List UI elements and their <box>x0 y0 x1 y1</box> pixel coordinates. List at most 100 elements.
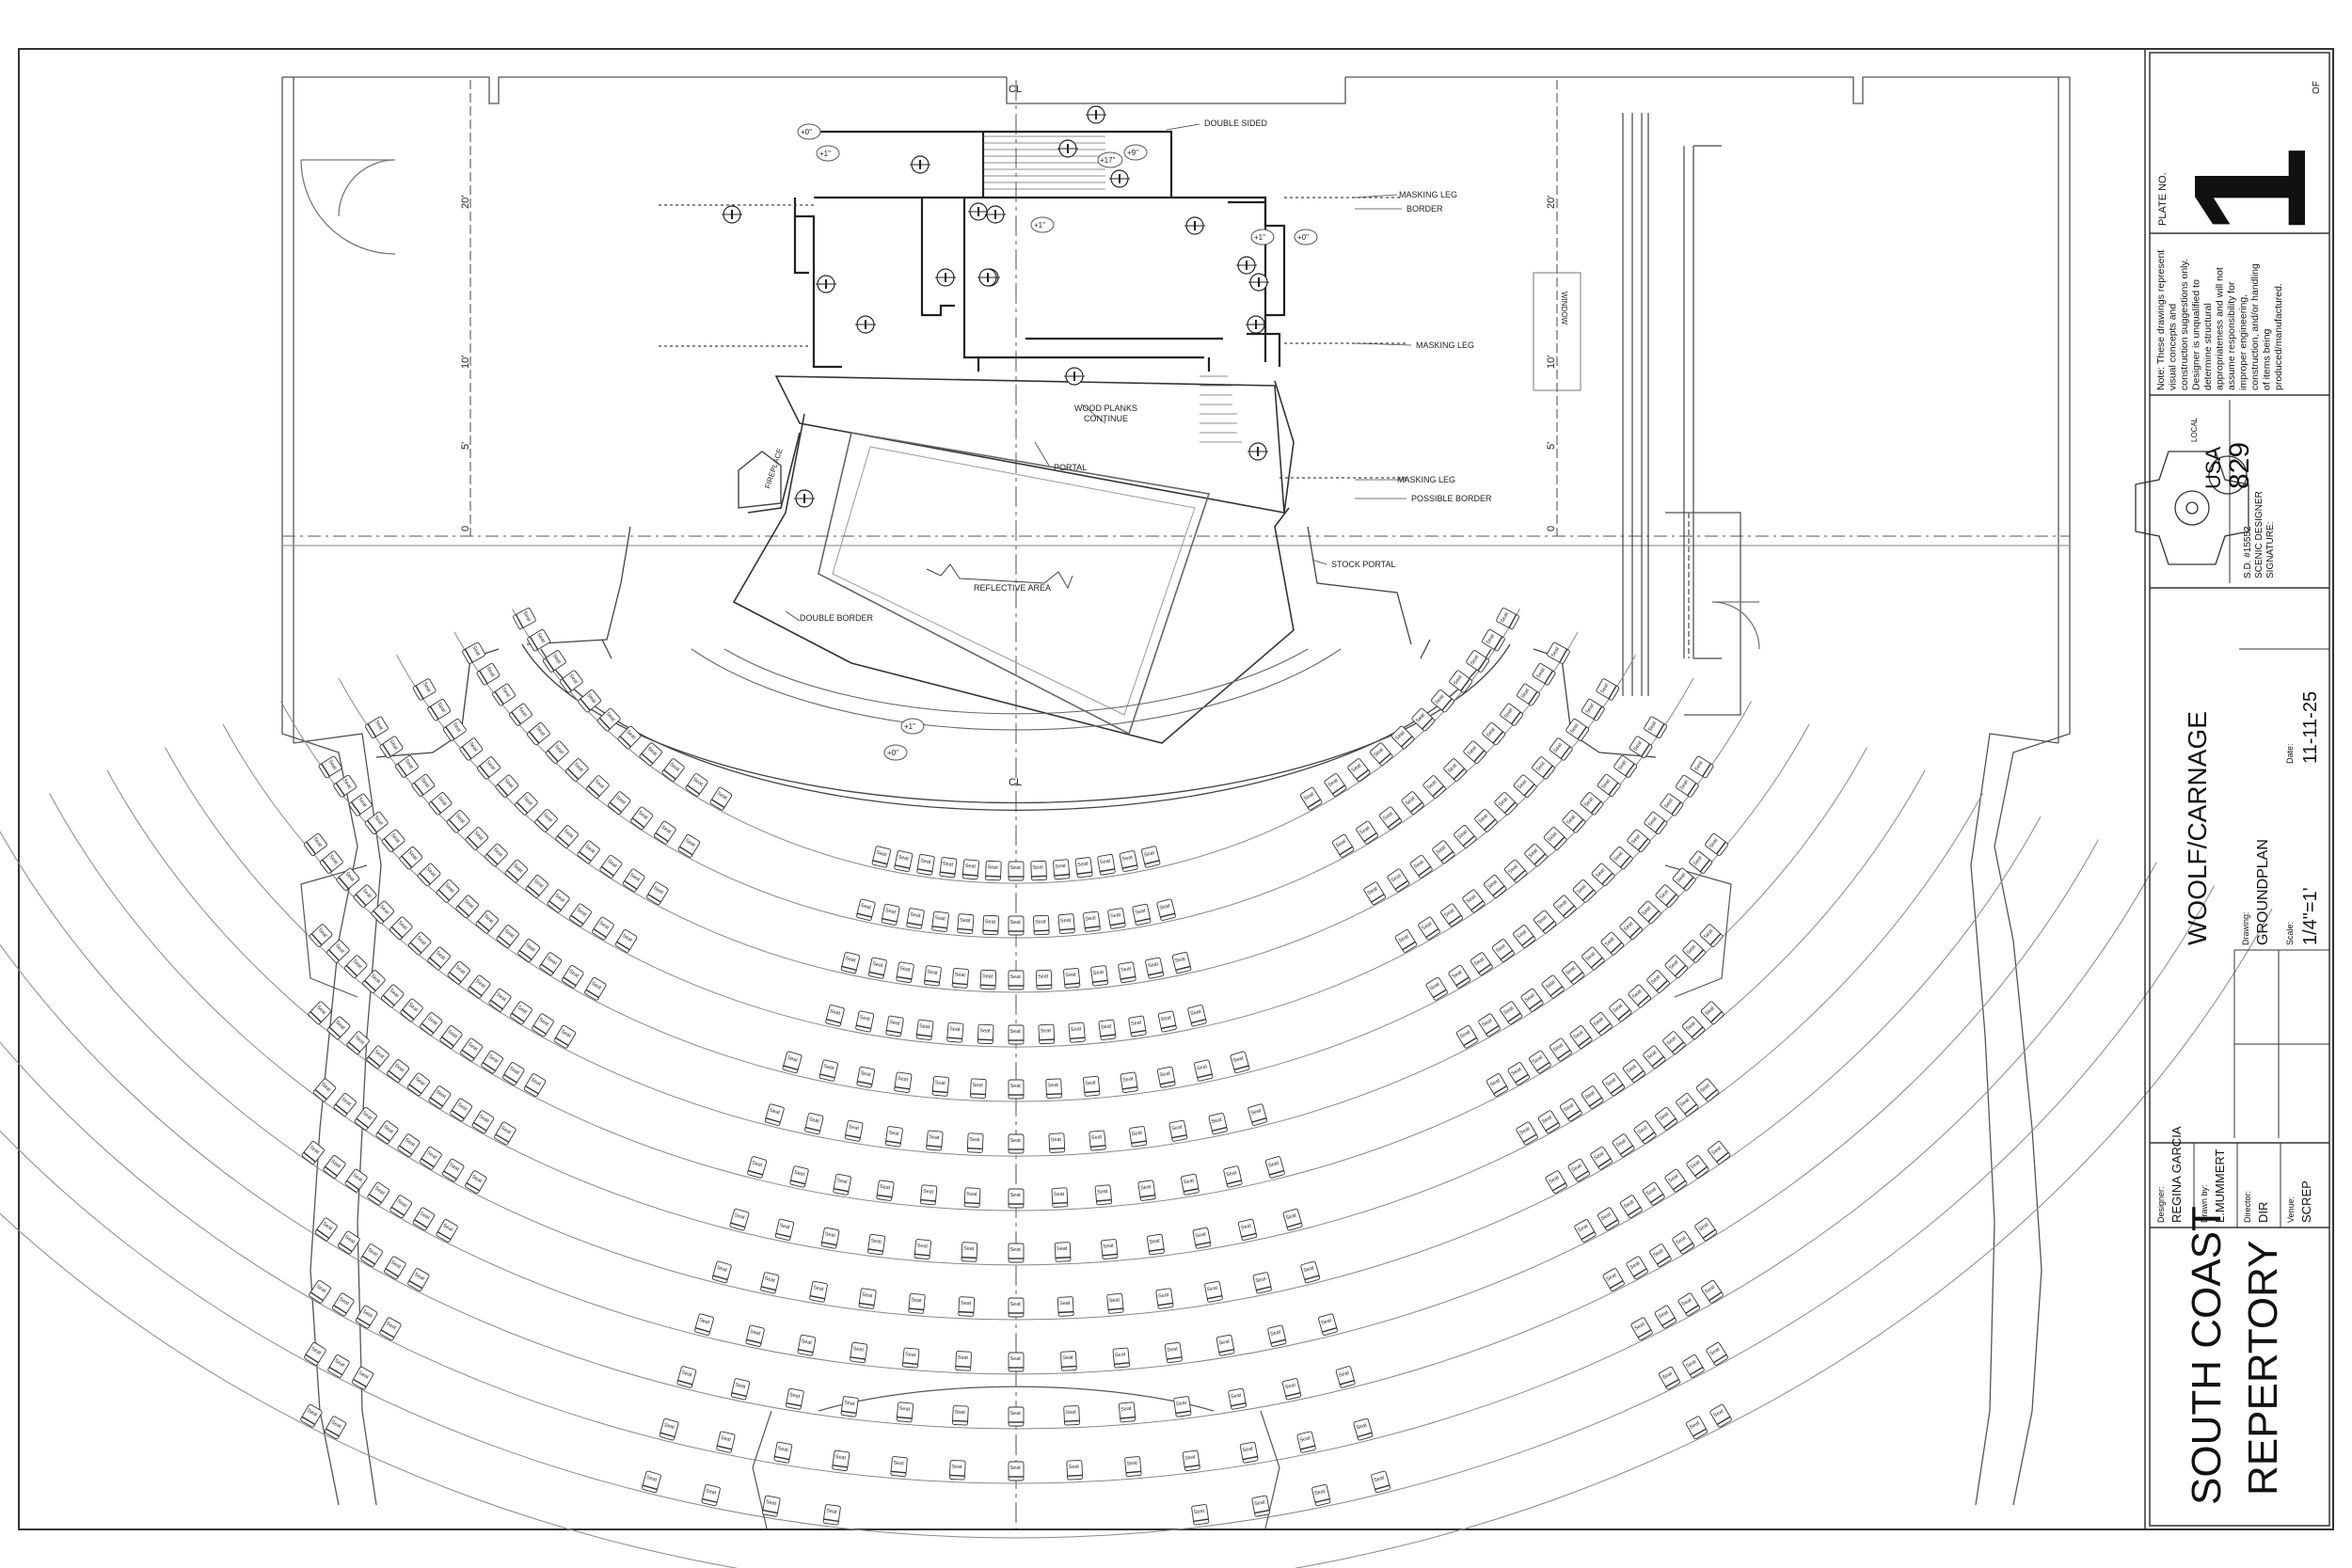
seat-back <box>527 885 540 896</box>
seat-back <box>1679 1242 1693 1253</box>
seat: Seat <box>1008 1024 1025 1045</box>
seat-label: Seat <box>1502 1006 1515 1017</box>
seat-label: Seat <box>1148 961 1160 969</box>
seat-outline <box>428 792 453 816</box>
seat-outline <box>1528 1050 1551 1074</box>
seat-label: Seat <box>516 706 528 719</box>
seat: Seat <box>1181 1173 1200 1196</box>
seat-label: Seat <box>1010 920 1022 926</box>
seat: Seat <box>1637 900 1661 925</box>
seat: Seat <box>471 1110 495 1134</box>
scale-left-0: 0 <box>460 526 471 531</box>
seat-outline <box>1035 969 1053 990</box>
seat: Seat <box>1547 641 1570 664</box>
seat-back <box>346 1180 360 1191</box>
seat-label: Seat <box>1541 1115 1553 1125</box>
seat-back <box>1559 648 1568 663</box>
seat-back <box>908 1307 924 1311</box>
row-arc <box>222 723 1810 1157</box>
seat-label: Seat <box>1645 1186 1658 1197</box>
seat-outline <box>300 1403 323 1428</box>
seat-back <box>600 865 614 877</box>
seat: Seat <box>970 1078 987 1099</box>
seat-outline <box>1706 1341 1728 1366</box>
seat-label: Seat <box>1255 1276 1267 1285</box>
seat: Seat <box>381 829 405 853</box>
seat-outline <box>1694 1217 1718 1242</box>
seat: Seat <box>364 716 389 739</box>
seat: Seat <box>966 1132 984 1153</box>
label-masking-leg-3: MASKING LEG <box>1397 475 1455 484</box>
seat: Seat <box>1129 1126 1148 1148</box>
seat: Seat <box>596 707 621 732</box>
seat-back <box>401 855 413 868</box>
seat-label: Seat <box>1632 740 1643 752</box>
seat-back <box>867 1248 883 1252</box>
seat-label: Seat <box>720 1435 732 1444</box>
seat-outline <box>1644 716 1668 739</box>
seat-outline <box>476 662 501 686</box>
seat-outline <box>1705 832 1729 856</box>
seat: Seat <box>1267 1324 1287 1347</box>
seat-outline <box>1347 758 1371 783</box>
seat-label: Seat <box>1232 1055 1245 1064</box>
seat-label: Seat <box>1584 1090 1597 1101</box>
seat-outline <box>1422 775 1446 800</box>
seat: Seat <box>809 1280 828 1303</box>
seat-label: Seat <box>848 1124 860 1132</box>
seat-back <box>1661 1317 1676 1326</box>
seat-label: Seat <box>1663 798 1675 810</box>
seat-label: Seat <box>1606 1273 1618 1283</box>
seat: Seat <box>858 1288 877 1309</box>
seat: Seat <box>523 1073 547 1097</box>
seat-back <box>1671 1041 1684 1053</box>
seat: Seat <box>1494 792 1518 816</box>
seat: Seat <box>1581 946 1605 971</box>
seat-back <box>1665 1378 1679 1387</box>
seat: Seat <box>1470 952 1493 976</box>
seat-outline <box>1248 1103 1268 1126</box>
seat-label: Seat <box>1690 1160 1702 1171</box>
seat: Seat <box>902 1347 920 1369</box>
seat-outline <box>371 900 395 925</box>
seat-back <box>414 1219 428 1228</box>
seat-outline <box>1567 1158 1591 1182</box>
seat-outline <box>399 846 423 870</box>
seat-outline <box>677 833 701 858</box>
seat: Seat <box>1677 1292 1701 1317</box>
seat-back <box>1270 1338 1286 1344</box>
seat: Seat <box>465 827 489 850</box>
seat: Seat <box>436 879 460 903</box>
seat: Seat <box>1516 683 1540 706</box>
seat-back <box>301 1416 316 1425</box>
seat: Seat <box>1370 742 1393 767</box>
row-arc <box>453 631 1579 939</box>
seat-label: Seat <box>420 777 431 789</box>
seat: Seat <box>1532 756 1556 780</box>
seat: Seat <box>1118 961 1136 984</box>
seat-label: Seat <box>824 1231 836 1239</box>
seat-outline <box>1391 725 1415 750</box>
seat-outline <box>417 863 441 887</box>
seat-back <box>1655 819 1665 833</box>
seat-label: Seat <box>1131 1131 1143 1138</box>
seat-back <box>1144 860 1160 865</box>
seat: Seat <box>685 773 708 797</box>
seat: Seat <box>1353 1418 1374 1441</box>
seat: Seat <box>1118 1402 1136 1423</box>
seat-label: Seat <box>969 1137 980 1144</box>
seat-back <box>790 1180 806 1185</box>
seat-back <box>368 1193 382 1204</box>
seat-back <box>570 914 584 926</box>
seat-back <box>310 1291 324 1302</box>
seat-label: Seat <box>1593 1150 1605 1161</box>
drawn-by-label: Drawn by: <box>2200 1184 2209 1223</box>
fixture-marker <box>1246 315 1266 334</box>
seat: Seat <box>1155 1288 1174 1309</box>
seat-outline <box>977 1023 994 1045</box>
seat-label: Seat <box>852 1346 865 1354</box>
seat-outline <box>1500 703 1524 726</box>
seat-back <box>540 963 554 974</box>
seat-label: Seat <box>470 1174 483 1184</box>
